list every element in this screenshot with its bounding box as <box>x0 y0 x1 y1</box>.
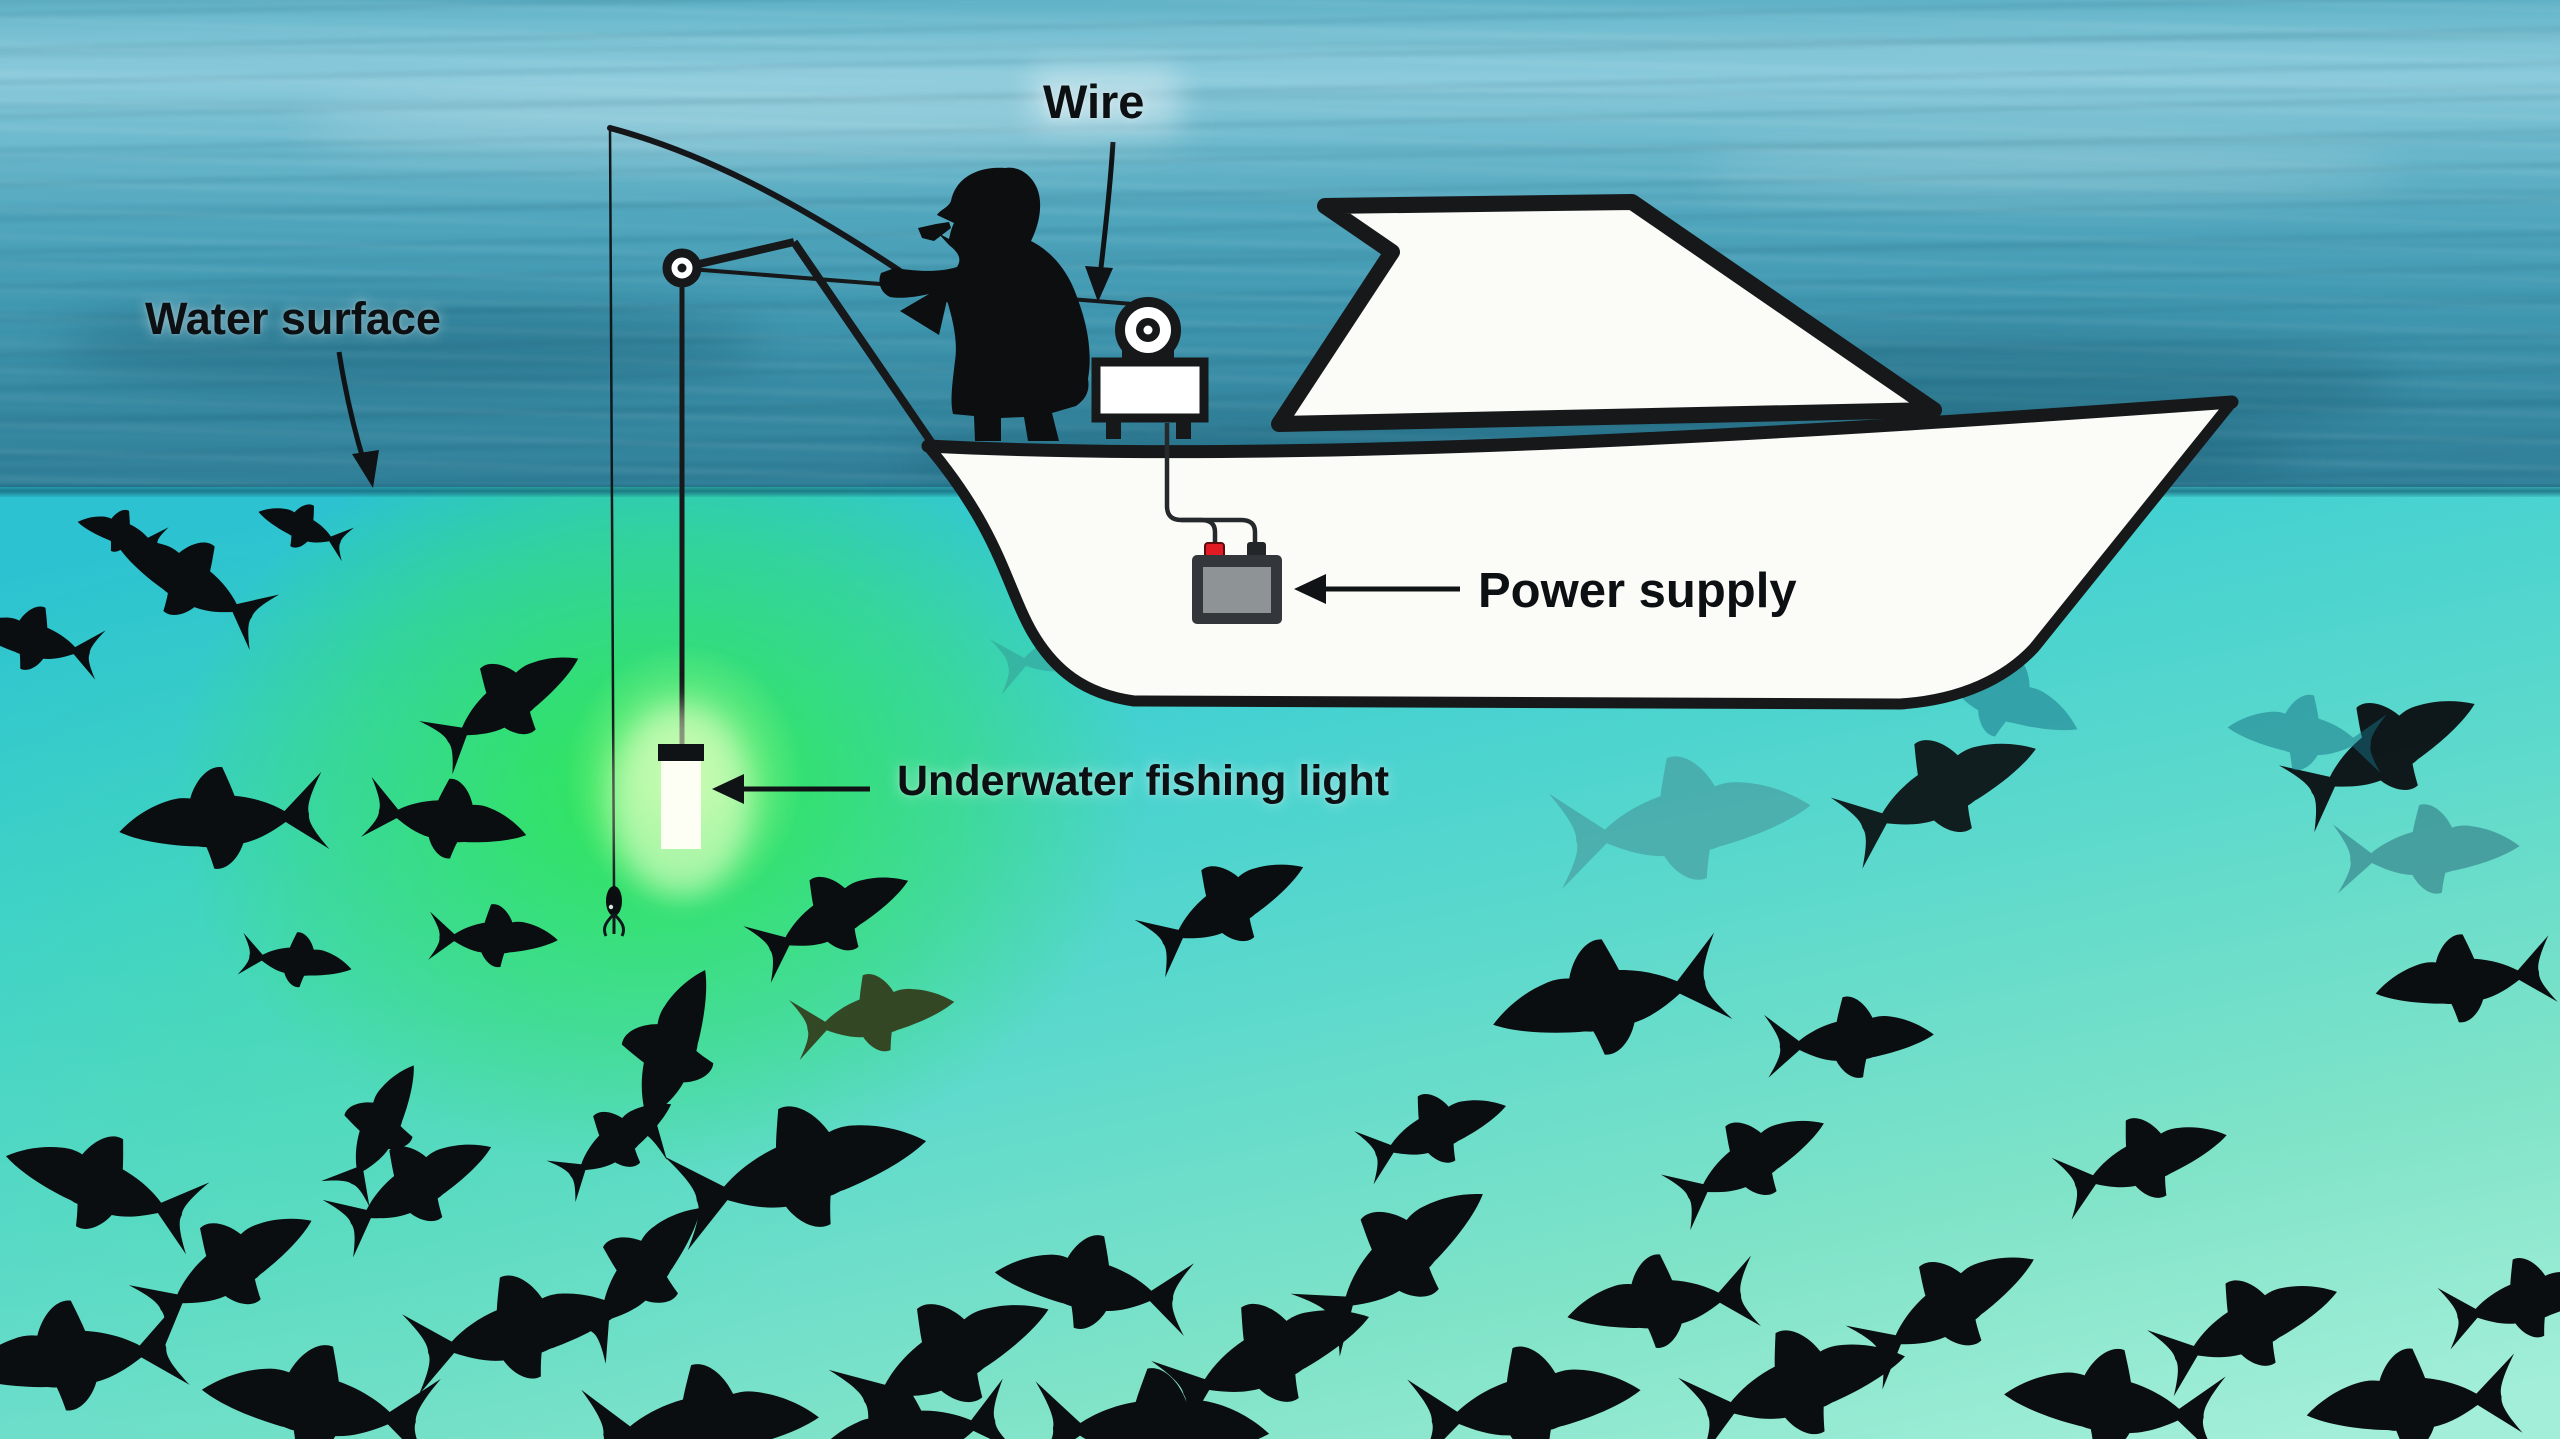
lure-eye <box>608 904 614 910</box>
fish-silhouette <box>316 1107 510 1264</box>
fish-silhouette <box>1350 1068 1518 1190</box>
fish-silhouette <box>2141 1245 2354 1404</box>
fish-silhouette <box>1654 1084 1842 1236</box>
davit-strut <box>790 239 942 455</box>
fish-silhouette <box>0 1105 215 1262</box>
power-arrowhead <box>1294 574 1326 604</box>
boat-cabin <box>1271 194 1942 432</box>
fish-silhouette <box>72 499 171 564</box>
fish-silhouette <box>237 924 356 995</box>
ocean-surface-water <box>0 0 2560 507</box>
winch-reel-axle <box>1143 325 1153 335</box>
pulley-axle <box>677 263 687 273</box>
winch <box>1091 297 1209 439</box>
treble-hook <box>602 912 626 937</box>
fish-silhouette <box>0 592 108 685</box>
fish-silhouette <box>113 756 331 879</box>
deck-gunwale <box>921 395 2239 459</box>
fish-silhouette <box>1480 915 1735 1077</box>
winch-box <box>1091 357 1209 423</box>
wire-arrow-shaft <box>1097 141 1116 277</box>
fish-silhouette <box>359 764 534 872</box>
fish-silhouette <box>1545 738 1819 899</box>
fish-silhouette <box>2331 797 2523 901</box>
fisherman-body <box>879 167 1090 441</box>
wire-arrowhead <box>1085 266 1113 302</box>
fish-silhouette <box>2047 1091 2239 1227</box>
light-tube <box>661 761 701 849</box>
fish-silhouette <box>2300 1337 2524 1439</box>
water-surface-arrow-shaft <box>336 351 367 463</box>
fish-silhouette <box>580 1355 823 1439</box>
fish-silhouette <box>659 1075 941 1260</box>
fish-silhouette <box>1128 827 1322 984</box>
battery-wire-negative <box>1181 517 1258 546</box>
fish-silhouette <box>786 960 961 1067</box>
light-arrowhead <box>712 774 744 804</box>
wire-label: Wire <box>1043 75 1145 128</box>
light-cap <box>658 744 704 761</box>
pipe <box>918 222 951 241</box>
fishing-line-and-lure <box>602 127 626 937</box>
fish-silhouette <box>2369 922 2559 1034</box>
fish-silhouette <box>2434 1240 2560 1356</box>
fish-silhouette <box>1404 1330 1648 1439</box>
underwater-fishing-light <box>611 705 751 895</box>
wire-label-halo <box>1030 66 1180 130</box>
fish-silhouette <box>1763 990 1937 1085</box>
battery-terminal-negative <box>1247 542 1266 558</box>
power-supply-battery <box>1192 542 1282 624</box>
fish-silhouette <box>1673 1299 1919 1439</box>
battery-panel <box>1203 567 1271 613</box>
lure-body <box>606 886 622 916</box>
power-supply-label: Power supply <box>1478 564 1797 618</box>
water-surface-arrowhead <box>352 450 379 488</box>
fisherman-silhouette <box>879 167 1090 441</box>
fish-silhouette <box>428 901 559 970</box>
underwater-light-label: Underwater fishing light <box>897 757 1390 805</box>
fish-silhouette <box>1824 699 2055 876</box>
fish-silhouette <box>412 621 599 780</box>
fishing-line <box>608 127 616 889</box>
underwater-area <box>0 487 2560 1439</box>
fish-silhouette <box>737 841 925 989</box>
water-surface-label: Water surface <box>145 293 441 344</box>
fish-silhouette <box>1560 1241 1763 1360</box>
fish-silhouette <box>251 488 357 565</box>
annotation-arrows <box>336 141 1460 804</box>
fish-silhouette <box>194 1328 444 1439</box>
